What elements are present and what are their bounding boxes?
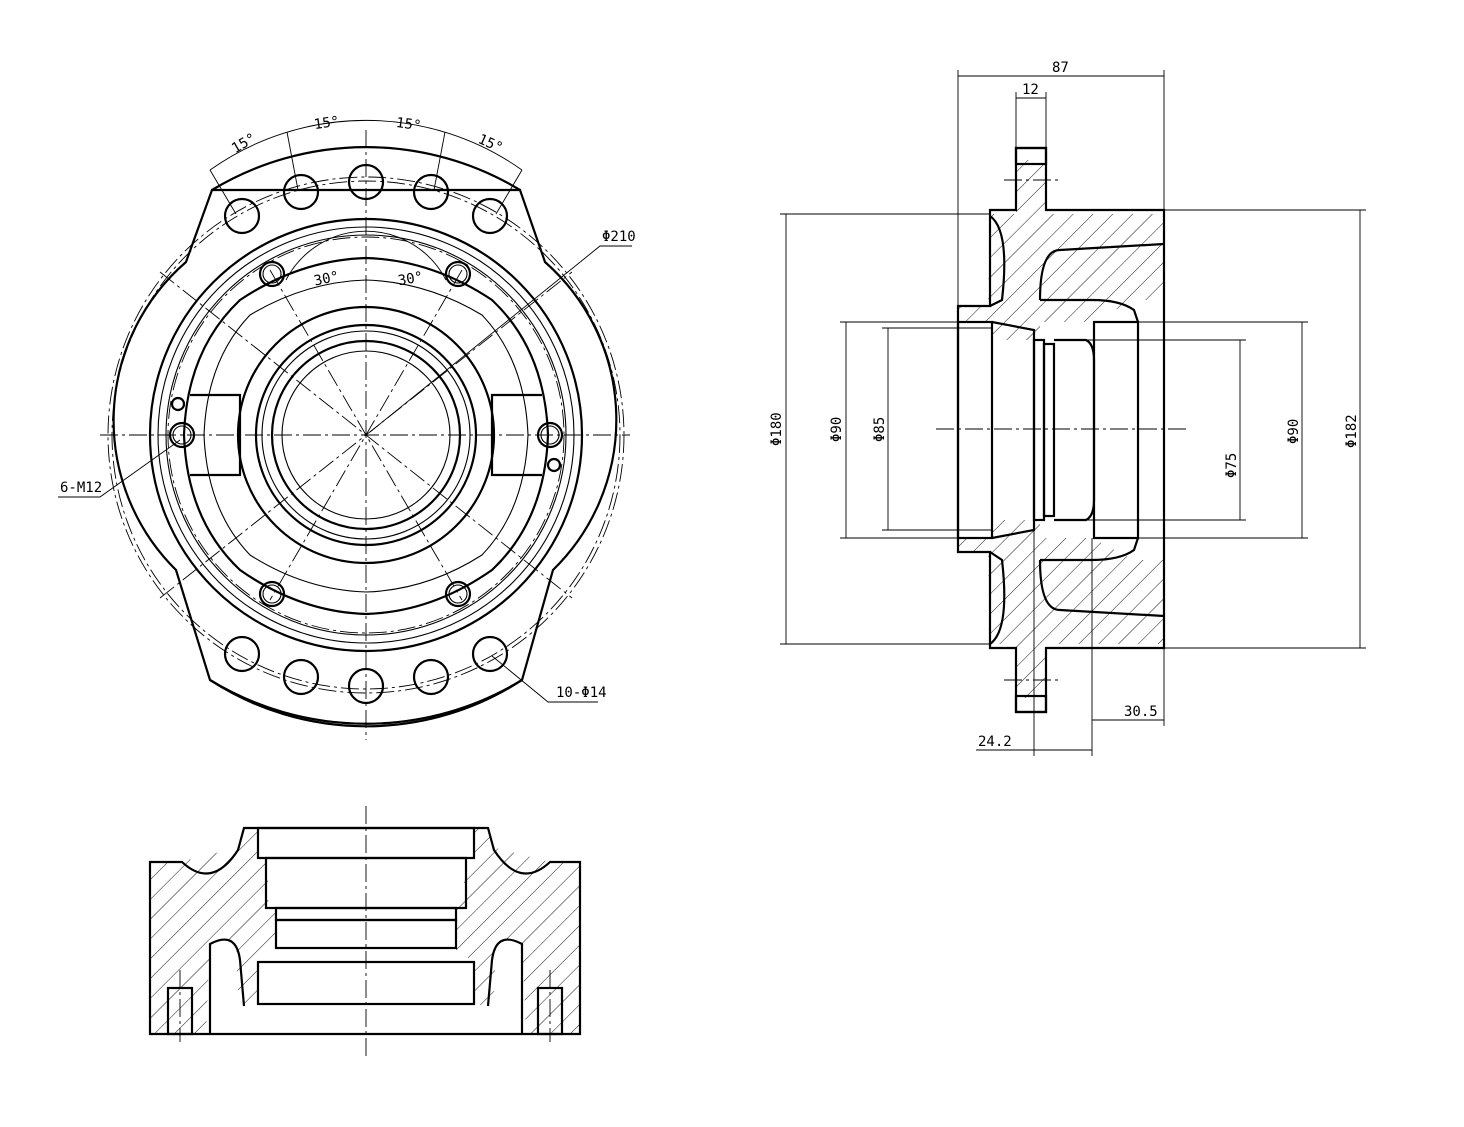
dim-flange: 12 xyxy=(1022,82,1039,98)
thread-hole xyxy=(168,421,196,449)
bolt-hole xyxy=(471,197,509,235)
side-pocket-upper xyxy=(1038,242,1165,323)
front-view: 15° 15° 15° 15° 30° 30° Φ210 6-M12 10-Φ1… xyxy=(58,114,636,740)
body-ring-2 xyxy=(157,226,575,644)
thread-hole xyxy=(444,580,472,608)
rib-slot-left xyxy=(190,393,242,477)
thread-hole xyxy=(444,260,472,288)
body-ring-3 xyxy=(165,234,567,636)
bolt-hole xyxy=(223,635,261,673)
thread-holes xyxy=(168,260,564,608)
bolt-leader xyxy=(491,655,598,703)
side-fillet-lower xyxy=(989,551,1006,645)
bottom-bore-3 xyxy=(274,918,458,950)
pcd-leader xyxy=(369,245,632,433)
rib-pocket-inner xyxy=(203,279,529,593)
bore-ring-2 xyxy=(254,323,478,547)
angle-dim-arc-inner xyxy=(285,230,447,281)
bottom-pocket-right xyxy=(486,938,524,1034)
bolt-label: 10-Φ14 xyxy=(556,685,607,701)
angle-label: 15° xyxy=(229,130,259,157)
dim-offset-left: 24.2 xyxy=(978,734,1012,750)
bolt-hole xyxy=(412,658,450,696)
angle-label: 30° xyxy=(397,269,425,289)
pin-hole xyxy=(170,396,186,412)
bolt-hole xyxy=(223,197,261,235)
bore-ring-outer xyxy=(236,305,496,565)
bolt-hole xyxy=(282,658,320,696)
bottom-outline xyxy=(148,826,582,1036)
flange-tab-bottom xyxy=(1014,694,1048,714)
flange-top-arc xyxy=(211,146,521,191)
body-ring-1 xyxy=(148,217,584,653)
dim-d90-right: Φ90 xyxy=(1286,419,1302,444)
bore-step-4 xyxy=(1042,342,1056,518)
outer-phantom-circle xyxy=(107,176,625,694)
thread-pcd-circle xyxy=(167,236,565,634)
bore-ring-inner xyxy=(281,350,451,520)
pin-hole xyxy=(546,457,562,473)
angle-label: 30° xyxy=(313,269,341,290)
bore-step-1 xyxy=(956,320,994,540)
bottom-hatch-right xyxy=(456,828,580,1034)
bottom-section-view xyxy=(148,806,582,1058)
dim-d85: Φ85 xyxy=(872,417,888,442)
dim-d182: Φ182 xyxy=(1344,414,1360,448)
bore-ring-3 xyxy=(261,330,471,540)
dim-offset-right: 30.5 xyxy=(1124,704,1158,720)
bore-ring-4 xyxy=(270,339,462,531)
angle-label: 15° xyxy=(313,114,340,133)
bolt-hole xyxy=(412,173,450,211)
angle-label: 15° xyxy=(395,115,422,134)
thread-leader xyxy=(58,439,181,498)
bolt-holes xyxy=(223,163,509,705)
angle-label: 15° xyxy=(475,131,505,156)
bore-step-6 xyxy=(1092,320,1140,540)
side-outline xyxy=(956,146,1166,714)
side-dimensions: 87 12 Φ180 Φ90 Φ85 Φ75 Φ90 xyxy=(769,60,1366,756)
dim-d75: Φ75 xyxy=(1224,453,1240,478)
angle-dim-arc xyxy=(209,120,523,171)
flange-tab-top xyxy=(1014,146,1048,166)
bolt-hole xyxy=(347,667,385,705)
side-fillet-upper xyxy=(989,215,1006,307)
dim-width: 87 xyxy=(1052,60,1069,76)
bottom-hatch-left xyxy=(150,828,276,1034)
bolt-hole xyxy=(282,173,320,211)
pcd-bolt-circle xyxy=(111,180,621,690)
bottom-pocket-left xyxy=(208,938,246,1034)
bore-step-5 xyxy=(1054,338,1096,522)
bore-step-3 xyxy=(1032,338,1046,522)
thread-label: 6-M12 xyxy=(60,480,102,496)
bolt-hole xyxy=(471,635,509,673)
side-section-view: 87 12 Φ180 Φ90 Φ85 Φ75 Φ90 xyxy=(769,60,1366,756)
rib-slot-right xyxy=(490,393,542,477)
pcd-label: Φ210 xyxy=(602,229,636,245)
dim-d90-left: Φ90 xyxy=(829,417,845,442)
bolt-hole xyxy=(347,163,385,201)
rib-pocket-outline xyxy=(182,256,550,616)
thread-hole xyxy=(536,421,564,449)
bottom-lower-bore xyxy=(256,960,476,1006)
flange-outline xyxy=(112,188,618,728)
bore-step-2 xyxy=(991,320,1036,540)
thread-hole xyxy=(258,580,286,608)
flange-bottom-arc xyxy=(209,679,523,725)
dim-d180: Φ180 xyxy=(769,412,785,446)
thread-hole xyxy=(258,260,286,288)
